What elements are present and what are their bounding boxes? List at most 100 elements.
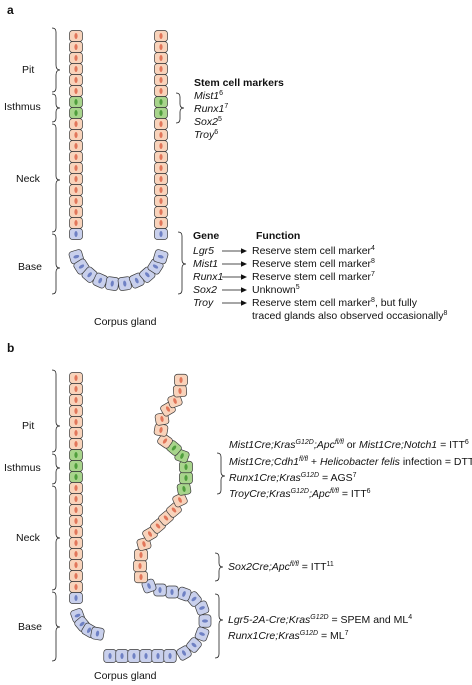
gland-cell (154, 173, 168, 185)
gland-cell (69, 460, 83, 472)
gland-cell (176, 645, 192, 661)
bracket-isthmus-b (51, 453, 61, 485)
function-runx1: Reserve stem cell marker7 (252, 271, 375, 283)
gland-cell (69, 427, 83, 439)
gland-cell (154, 151, 168, 163)
arrow-heads (241, 248, 247, 306)
function-arrows (222, 250, 242, 304)
gland-cell (69, 394, 83, 406)
gland-cell (90, 626, 105, 641)
gland-cell (186, 637, 202, 653)
gland-cell (69, 129, 83, 141)
gland-cell (154, 30, 168, 42)
gland-cell (172, 384, 188, 398)
gland-cell (133, 559, 147, 573)
gland-cell (69, 570, 83, 582)
gland-cell (154, 129, 168, 141)
bracket-pit-b (51, 369, 61, 453)
bracket-base-models (214, 593, 224, 659)
bracket-base-b (51, 591, 61, 662)
function-troy-line2: traced glands also observed occasionally… (252, 310, 448, 322)
gland-cell (154, 162, 168, 174)
gland-cell (69, 96, 83, 108)
gland-cell (194, 626, 210, 642)
region-base-a: Base (18, 261, 42, 273)
gland-cell (69, 206, 83, 218)
model-mist1-kras-apc: Mist1Cre;KrasG12D;Apcfl/fl or Mist1Cre;N… (229, 439, 469, 451)
gland-cell (157, 433, 173, 449)
function-troy: Reserve stem cell marker8, but fully (252, 297, 417, 309)
gland-cell (172, 492, 188, 508)
gland-cell (179, 460, 193, 474)
gland-cell (69, 482, 83, 494)
gland-cell (69, 52, 83, 64)
gene-runx1: Runx1 (193, 271, 224, 283)
gland-cell (69, 526, 83, 538)
stem-marker-troy: Troy6 (194, 129, 219, 141)
function-sox2: Unknown5 (252, 284, 300, 296)
gland-cell (154, 52, 168, 64)
bracket-neck-model (214, 552, 224, 582)
model-sox2-itt: Sox2Cre;Apcfl/fl = ITT11 (228, 561, 334, 573)
bracket-base-a (51, 233, 61, 295)
gland-cell (153, 249, 169, 265)
gland-a-cells (68, 30, 169, 291)
bracket-lines (51, 27, 247, 662)
gland-cell (154, 206, 168, 218)
gland-cell (69, 438, 83, 450)
stem-marker-runx1: Runx17 (194, 103, 229, 115)
gland-cell (69, 217, 83, 229)
gland-cell (174, 373, 188, 387)
gene-troy: Troy (193, 297, 214, 309)
region-neck-b: Neck (16, 532, 40, 544)
gland-cell (154, 96, 168, 108)
region-pit-a: Pit (22, 64, 35, 76)
gland-cell (151, 649, 165, 663)
gland-caption-b: Corpus gland (94, 670, 157, 682)
gland-cell (69, 140, 83, 152)
stem-marker-mist1: Mist16 (194, 90, 223, 102)
gland-cell (154, 228, 168, 240)
bracket-base-right-a (177, 231, 187, 295)
gland-cell (154, 118, 168, 130)
model-troy-itt: TroyCre;KrasG12D;Apcfl/fl = ITT6 (229, 488, 371, 500)
gland-cell (69, 228, 83, 240)
gland-cell (69, 195, 83, 207)
gland-cell (69, 449, 83, 461)
gland-cell (69, 581, 83, 593)
gland-cell (69, 372, 83, 384)
gland-cell (69, 107, 83, 119)
region-pit-b: Pit (22, 420, 35, 432)
gland-cell (127, 649, 141, 663)
gland-cell (154, 74, 168, 86)
gland-cell (154, 195, 168, 207)
gland-cell (69, 41, 83, 53)
gland-cell (154, 41, 168, 53)
region-isthmus-b: Isthmus (4, 462, 41, 474)
gland-cell (105, 276, 120, 291)
gland-cell (194, 600, 210, 616)
model-runx1-ml: Runx1Cre;KrasG12D = ML7 (228, 630, 349, 642)
gland-cell (69, 85, 83, 97)
gland-cell (154, 217, 168, 229)
gland-cell (69, 184, 83, 196)
gland-cell (154, 63, 168, 75)
stem-markers-header: Stem cell markers (194, 77, 284, 89)
panel-a-letter: a (7, 3, 14, 17)
gland-cell (92, 272, 108, 289)
model-mist1-cdh1: Mist1Cre;Cdh1fl/fl + Helicobacter felis … (229, 456, 472, 468)
gland-cell (69, 515, 83, 527)
gland-cell (69, 592, 83, 604)
bracket-stem-markers (175, 92, 185, 124)
gland-cell (69, 63, 83, 75)
gland-cell (115, 649, 129, 663)
gland-cell (153, 423, 169, 437)
bracket-neck-a (51, 123, 61, 233)
gland-cell (69, 405, 83, 417)
gland-cell (69, 559, 83, 571)
gene-sox2: Sox2 (193, 284, 217, 296)
gland-cell (69, 151, 83, 163)
gland-cell (165, 585, 179, 599)
gland-cell (117, 276, 132, 291)
